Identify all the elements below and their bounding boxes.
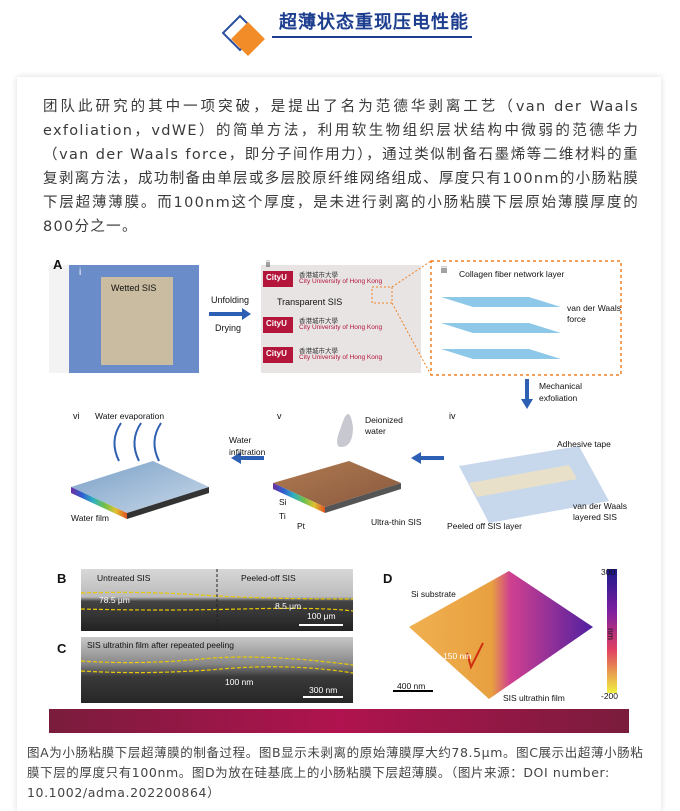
si-label: Si <box>279 497 287 507</box>
step-iii-num: iii <box>441 265 447 275</box>
figure-bottom-bar <box>49 709 629 733</box>
article-card: 团队此研究的其中一项突破，是提出了名为范德华剥离工艺（van der Waals… <box>17 77 661 811</box>
peeled-off-label: Peeled-off SIS <box>241 573 296 583</box>
step-i-num: i <box>79 267 82 278</box>
scale-100um-label: 100 μm <box>307 611 336 621</box>
sis-ultrathin-label: SIS ultrathin film <box>503 693 565 703</box>
title-underline <box>272 36 472 38</box>
water-film-block <box>71 461 209 513</box>
step-vi-num: vi <box>73 411 80 421</box>
step-v-num: v <box>277 411 282 421</box>
figure-caption: 图A为小肠粘膜下层超薄膜的制备过程。图B显示未剥离的原始薄膜厚大约78.5μm。… <box>27 745 644 800</box>
water-film-label: Water film <box>71 513 109 523</box>
uni-en-1: City University of Hong Kong <box>299 278 383 285</box>
uni-en-3: City University of Hong Kong <box>299 354 383 361</box>
panel-a: A i Wetted SIS Unfolding Drying ii CityU… <box>49 251 629 551</box>
section-title: 超薄状态重现压电性能 <box>279 12 469 33</box>
uni-cn-3: 香港城市大學 <box>299 348 338 355</box>
uni-en-2: City University of Hong Kong <box>299 324 383 331</box>
unfolding-text: Unfolding <box>211 295 250 305</box>
colorbar-min: -200 <box>601 691 619 701</box>
adhesive-tape-label: Adhesive tape <box>557 439 611 449</box>
zoom-box <box>430 260 622 376</box>
water-evap-label: Water evaporation <box>95 411 165 421</box>
article-paragraph: 团队此研究的其中一项突破，是提出了名为范德华剥离工艺（van der Waals… <box>43 99 639 235</box>
section-header: 超薄状态重现压电性能 <box>0 0 680 70</box>
panel-c-label: C <box>57 641 67 656</box>
mech-line2: exfoliation <box>539 393 578 403</box>
colorbar-unit: nm <box>605 628 616 640</box>
step-ii-num: ii <box>266 259 270 269</box>
uni-cn-2: 香港城市大學 <box>299 318 338 325</box>
infil-line2: infiltration <box>229 447 266 457</box>
thickness-100nm-label: 100 nm <box>225 677 254 687</box>
cityu-logo-3: CityU <box>266 349 287 358</box>
scale-400nm-label: 400 nm <box>397 681 426 691</box>
research-figure: A i Wetted SIS Unfolding Drying ii CityU… <box>49 251 629 733</box>
ultrathin-sis-block <box>273 461 401 507</box>
si-substrate-label: Si substrate <box>411 589 456 599</box>
drying-text: Drying <box>215 323 242 333</box>
vdw-force-label: van der Waals force <box>567 303 622 324</box>
layered-sis-label: van der Waals layered SIS <box>573 501 628 522</box>
untreated-label: Untreated SIS <box>97 573 151 583</box>
deionized-water-label: Deionized water <box>365 415 403 436</box>
uni-cn-1: 香港城市大學 <box>299 272 338 279</box>
pt-label: Pt <box>297 521 306 531</box>
panel-a-label: A <box>53 257 63 272</box>
panel-c-sem: SIS ultrathin film after repeated peelin… <box>81 637 353 703</box>
afm-height-label: 150 nm <box>443 651 472 661</box>
cityu-logo-1: CityU <box>266 273 287 282</box>
panel-c-title: SIS ultrathin film after repeated peelin… <box>87 640 234 650</box>
panel-b-label: B <box>57 571 67 586</box>
collagen-label: Collagen fiber network layer <box>459 269 565 279</box>
mech-line1: Mechanical <box>539 381 582 391</box>
sis-sheet <box>101 277 173 365</box>
colorbar-max: 300 <box>601 567 616 577</box>
infil-line1: Water <box>229 435 252 445</box>
panel-b-sem: Untreated SIS Peeled-off SIS 78.5 μm 8.5… <box>81 569 353 631</box>
step-ii-label: Transparent SIS <box>277 297 343 307</box>
panel-a-illustration <box>49 260 622 523</box>
ti-label: Ti <box>279 511 286 521</box>
thickness-8-label: 8.5 μm <box>275 601 302 611</box>
peeled-layer-label: Peeled off SIS layer <box>447 521 522 531</box>
step-iv-num: iv <box>449 411 456 421</box>
panel-d-afm-map <box>393 569 617 699</box>
step-i-label: Wetted SIS <box>111 283 157 293</box>
ultrathin-sis-label: Ultra-thin SIS <box>371 517 422 527</box>
thickness-78-label: 78.5 μm <box>99 595 130 605</box>
cityu-logo-2: CityU <box>266 319 287 328</box>
panel-d-label: D <box>383 571 393 586</box>
scale-300nm-label: 300 nm <box>309 685 338 695</box>
